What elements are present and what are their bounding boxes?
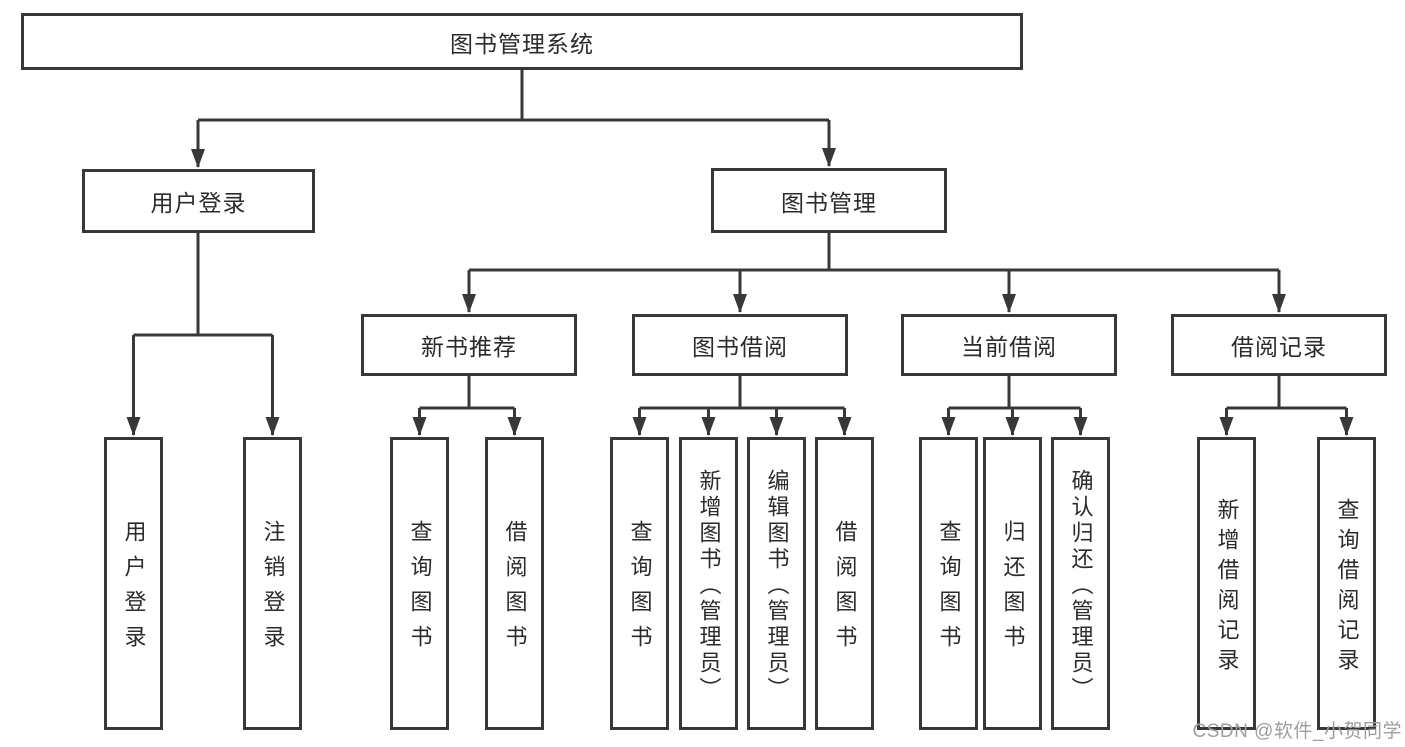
leaf-query-books-current: 查询图书: [919, 437, 978, 730]
leaf-label: 借阅图书: [832, 520, 858, 660]
leaf-label: 新增图书（管理员）: [696, 468, 722, 703]
leaf-borrow-books-new: 借阅图书: [485, 437, 544, 730]
leaf-label: 注销登录: [260, 520, 286, 660]
leaf-add-borrow-record: 新增借阅记录: [1197, 437, 1256, 730]
node-label: 图书管理系统: [450, 30, 594, 57]
leaf-user-login: 用户登录: [104, 437, 163, 730]
leaf-label: 查询借阅记录: [1334, 497, 1360, 678]
node-label: 借阅记录: [1231, 334, 1327, 360]
node-borrowing-records: 借阅记录: [1171, 314, 1387, 376]
leaf-query-books-new: 查询图书: [390, 437, 449, 730]
node-new-book-recommendation: 新书推荐: [361, 314, 577, 376]
leaf-label: 借阅图书: [502, 520, 528, 660]
leaf-label: 查询图书: [407, 520, 433, 660]
node-label: 新书推荐: [421, 334, 517, 360]
leaf-label: 新增借阅记录: [1214, 497, 1240, 678]
node-label: 用户登录: [150, 190, 247, 216]
node-label: 图书借阅: [692, 334, 788, 360]
node-label: 图书管理: [781, 189, 877, 216]
leaf-confirm-return-admin: 确认归还（管理员）: [1051, 437, 1110, 730]
leaf-borrow-books: 借阅图书: [815, 437, 874, 730]
leaf-return-books: 归还图书: [983, 437, 1042, 730]
leaf-query-borrow-record: 查询借阅记录: [1317, 437, 1376, 730]
leaf-label: 编辑图书（管理员）: [764, 468, 790, 703]
leaf-label: 用户登录: [121, 520, 147, 660]
leaf-label: 查询图书: [936, 520, 962, 660]
leaf-label: 归还图书: [1000, 520, 1026, 660]
node-book-management-branch: 图书管理: [711, 168, 947, 233]
node-label: 当前借阅: [961, 334, 1057, 360]
leaf-label: 查询图书: [627, 520, 653, 660]
node-current-borrowing: 当前借阅: [901, 314, 1117, 376]
node-book-borrowing: 图书借阅: [632, 314, 848, 376]
leaf-add-books-admin: 新增图书（管理员）: [679, 437, 738, 730]
leaf-label: 确认归还（管理员）: [1068, 468, 1094, 703]
leaf-edit-books-admin: 编辑图书（管理员）: [747, 437, 806, 730]
node-user-login-branch: 用户登录: [82, 169, 315, 233]
leaf-logout: 注销登录: [243, 437, 302, 730]
leaf-query-books-borrow: 查询图书: [610, 437, 669, 730]
csdn-watermark: CSDN @软件_小贺同学: [1192, 721, 1402, 742]
node-library-management-system: 图书管理系统: [21, 13, 1023, 70]
